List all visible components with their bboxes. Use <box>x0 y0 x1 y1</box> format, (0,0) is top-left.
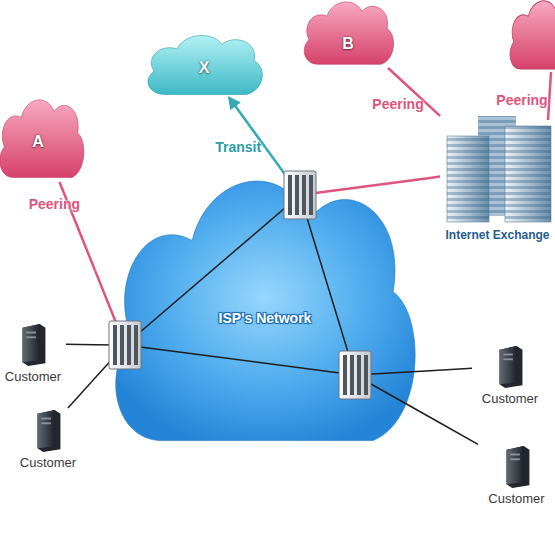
link-label: Peering <box>29 196 80 212</box>
backbone-link <box>125 345 355 375</box>
router-link <box>266 148 300 195</box>
server-icon <box>22 324 45 366</box>
router-link <box>300 178 430 195</box>
server-icon <box>499 346 522 388</box>
customer-link <box>68 378 95 408</box>
router-icon <box>109 321 141 369</box>
network-name: ISP's Network <box>219 310 312 326</box>
cloud-shape <box>116 181 415 441</box>
link-label: Peering <box>496 92 547 108</box>
customer-name: Customer <box>20 455 76 470</box>
peering-line <box>548 72 551 120</box>
peer-cloud: B <box>298 0 398 68</box>
cloud-outline <box>95 148 430 456</box>
network-letter: B <box>342 35 354 53</box>
server-icon <box>37 410 60 452</box>
cloud-outline <box>298 0 398 68</box>
server-icon <box>506 446 529 488</box>
router-link <box>95 270 125 345</box>
customer-server: Customer <box>478 444 555 530</box>
cloud-shape <box>304 2 393 64</box>
network-letter: A <box>32 133 44 151</box>
router-icon <box>339 351 371 399</box>
server-icon <box>495 344 525 388</box>
internet-exchange: Internet Exchange <box>440 114 555 260</box>
customer-link <box>66 344 95 346</box>
router-links <box>95 148 430 417</box>
transit-cloud: X <box>140 28 268 98</box>
router-icon <box>284 171 316 219</box>
building-icon <box>447 116 551 222</box>
customer-link <box>430 368 472 370</box>
isp-network-cloud: ISP's Network <box>95 148 430 456</box>
customer-server: Customer <box>0 322 66 402</box>
customer-server: Customer <box>8 408 88 500</box>
router-link <box>95 344 125 346</box>
router-link <box>355 371 430 375</box>
server-icon <box>18 322 48 366</box>
customer-link <box>430 417 478 444</box>
customer-name: Customer <box>5 369 61 384</box>
server-icon <box>33 408 63 452</box>
building-icon <box>443 114 553 224</box>
customer-server: Customer <box>472 344 548 424</box>
server-icon <box>502 444 532 488</box>
router-link <box>355 375 430 417</box>
peer-cloud: A <box>0 90 88 182</box>
backbone-link <box>300 195 355 375</box>
peer-cloud <box>510 1 555 69</box>
exchange-link <box>430 177 440 178</box>
peering-link <box>59 182 95 270</box>
customer-name: Customer <box>482 391 538 406</box>
backbone-link <box>125 195 300 345</box>
customer-name: Customer <box>488 491 544 506</box>
network-letter: X <box>199 59 210 77</box>
cloud-shape <box>148 36 262 95</box>
cloud-outline <box>0 90 88 182</box>
cloud-shape <box>0 100 84 178</box>
exchange-name: Internet Exchange <box>445 228 549 242</box>
link-label: Transit <box>215 139 261 155</box>
link-label: Peering <box>372 96 423 112</box>
router-link <box>95 345 125 378</box>
